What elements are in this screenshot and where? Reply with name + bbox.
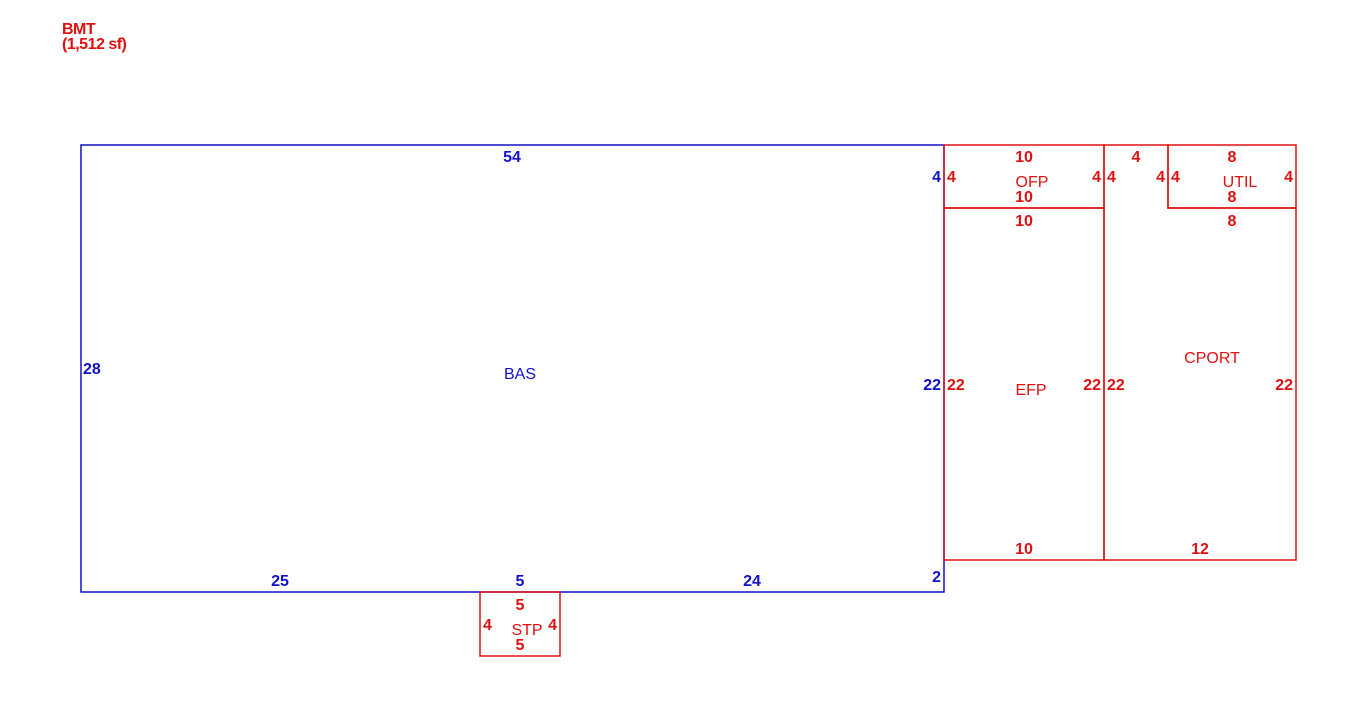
bas-right-bottom-dimension: 2 — [932, 569, 941, 586]
util-area-label: UTIL — [1223, 174, 1258, 191]
ofp-left-dimension: 4 — [947, 169, 956, 186]
sketch-area: (1,512 sf) — [62, 36, 127, 53]
bas-top-dimension: 54 — [503, 149, 521, 166]
ofp-right-dimension: 4 — [1092, 169, 1101, 186]
cport-top-dimension: 4 — [1132, 149, 1141, 166]
ofp-area-label: OFP — [1016, 174, 1049, 191]
cport-area-label: CPORT — [1184, 350, 1240, 367]
cport-top-right-dimension: 8 — [1228, 213, 1237, 230]
util-bottom-dimension: 8 — [1228, 189, 1237, 206]
stp-left-dimension: 4 — [483, 617, 492, 634]
stp-area-label: STP — [511, 622, 542, 639]
efp-left-dimension: 22 — [947, 377, 965, 394]
bas-bottom-dimension-a: 25 — [271, 573, 289, 590]
bas-bottom-dimension-b: 5 — [516, 573, 525, 590]
cport-bottom-dimension: 12 — [1191, 541, 1209, 558]
ofp-bottom-dimension: 10 — [1015, 189, 1033, 206]
util-left-dimension: 4 — [1171, 169, 1180, 186]
stp-right-dimension: 4 — [548, 617, 557, 634]
stp-top-dimension: 5 — [516, 597, 525, 614]
bas-bottom-dimension-c: 24 — [743, 573, 761, 590]
sketch-code: BMT — [62, 21, 96, 38]
bas-left-dimension: 28 — [83, 361, 101, 378]
util-outline — [1167, 144, 1297, 209]
bas-outline — [80, 144, 945, 593]
efp-area-label: EFP — [1015, 382, 1046, 399]
util-top-dimension: 8 — [1228, 149, 1237, 166]
bas-right-upper-dimension: 4 — [932, 169, 941, 186]
util-right-dimension: 4 — [1284, 169, 1293, 186]
stp-bottom-dimension: 5 — [516, 637, 525, 654]
efp-right-dimension: 22 — [1083, 377, 1101, 394]
efp-bottom-dimension: 10 — [1015, 541, 1033, 558]
efp-top-dimension: 10 — [1015, 213, 1033, 230]
cport-upper-right-dimension: 4 — [1156, 169, 1165, 186]
cport-upper-left-dimension: 4 — [1107, 169, 1116, 186]
ofp-top-dimension: 10 — [1015, 149, 1033, 166]
stp-outline — [479, 591, 561, 657]
bas-right-lower-dimension: 22 — [923, 377, 941, 394]
bas-area-label: BAS — [504, 366, 536, 383]
cport-right-dimension: 22 — [1275, 377, 1293, 394]
cport-left-dimension: 22 — [1107, 377, 1125, 394]
